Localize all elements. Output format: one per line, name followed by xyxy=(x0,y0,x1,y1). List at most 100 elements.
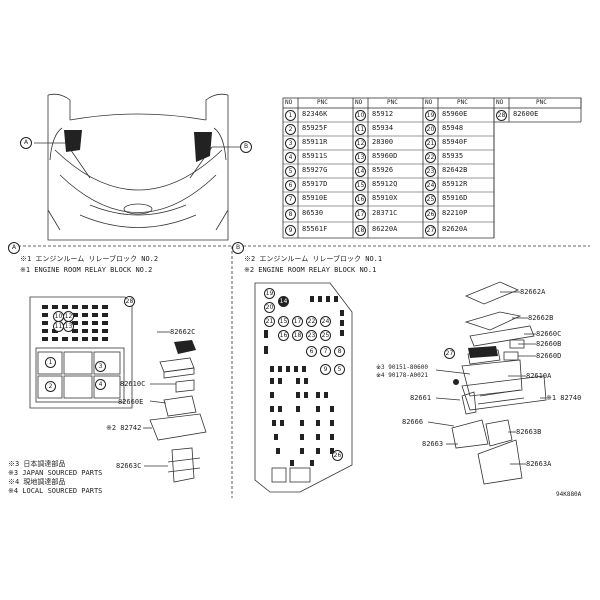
table-row-number: 25 xyxy=(425,194,436,205)
table-row-number: 24 xyxy=(425,180,436,191)
section-label-b: B xyxy=(232,242,244,254)
marker-b7: 7 xyxy=(320,346,331,357)
parts-a xyxy=(143,331,207,483)
part-82610c: 82610C xyxy=(120,380,146,388)
marker-b5: 5 xyxy=(334,364,345,375)
table-row-pnc: 85917D xyxy=(302,180,328,188)
table-row-pnc: 82346K xyxy=(302,110,328,118)
callout-26: 26 xyxy=(332,450,343,461)
table-row-pnc: 28300 xyxy=(372,138,394,146)
marker-22: 22 xyxy=(306,316,317,327)
marker-23: 23 xyxy=(306,330,317,341)
callout-28: 28 xyxy=(124,296,135,307)
table-row-pnc: 85911S xyxy=(302,152,328,160)
table-row-number: 2 xyxy=(285,124,296,135)
table-row-pnc: 85948 xyxy=(442,124,464,132)
table-header-pnc-2: PNC xyxy=(387,99,398,106)
table-row-pnc: 86220A xyxy=(372,225,398,233)
section-b-title-jp: ※2 エンジンルーム リレーブロック NO.1 xyxy=(244,255,383,263)
note-jp-local: ※4 現地調達部品 xyxy=(8,478,66,486)
table-row-number: 10 xyxy=(355,110,366,121)
part-82662c: 82662C xyxy=(170,328,196,336)
table-row-pnc: 85561F xyxy=(302,225,328,233)
view-label-b: B xyxy=(240,141,252,153)
marker-a2: 2 xyxy=(45,381,56,392)
marker-13: 13 xyxy=(63,321,74,332)
table-row-pnc: 85934 xyxy=(372,124,394,132)
section-a-title-jp: ※1 エンジンルーム リレーブロック NO.2 xyxy=(20,255,159,263)
table-row-number: 16 xyxy=(355,194,366,205)
vehicle-outline xyxy=(47,93,229,241)
marker-b6: 6 xyxy=(306,346,317,357)
table-row-pnc: 85960D xyxy=(372,152,398,160)
table-row-pnc: 85960E xyxy=(442,110,468,118)
table-row-number: 8 xyxy=(285,209,296,220)
table-header-no-2: NO xyxy=(355,99,363,106)
table-row-pnc: 85926 xyxy=(372,166,394,174)
table-row-number: 20 xyxy=(425,124,436,135)
note-en-japan: ※3 JAPAN SOURCED PARTS xyxy=(8,469,103,477)
table-header-no-4: NO xyxy=(496,99,504,106)
table-header-pnc-3: PNC xyxy=(457,99,468,106)
table-row-pnc: 85910E xyxy=(302,194,328,202)
marker-18: 18 xyxy=(292,330,303,341)
marker-21: 21 xyxy=(264,316,275,327)
table-row-number: 5 xyxy=(285,166,296,177)
figure-id: 94K880A xyxy=(556,491,582,498)
part-82660e: 82660E xyxy=(118,398,144,406)
table-row-number: 22 xyxy=(425,152,436,163)
marker-24: 24 xyxy=(320,316,331,327)
table-header-pnc-4: PNC xyxy=(536,99,547,106)
marker-b8: 8 xyxy=(334,346,345,357)
table-row-number: 1 xyxy=(285,110,296,121)
table-row-pnc: 28371C xyxy=(372,209,398,217)
part-82660d: 82660D xyxy=(536,352,562,360)
marker-25: 25 xyxy=(320,330,331,341)
callout-9: 9 xyxy=(320,364,331,375)
part-82610a: 82610A xyxy=(526,372,552,380)
marker-a3: 3 xyxy=(95,361,106,372)
table-row-number: 21 xyxy=(425,138,436,149)
table-row-number: 15 xyxy=(355,180,366,191)
part-82662a: 82662A xyxy=(520,288,546,296)
table-row-pnc: 85911R xyxy=(302,138,328,146)
table-row-number: 13 xyxy=(355,152,366,163)
table-header-no-3: NO xyxy=(425,99,433,106)
marker-a1: 1 xyxy=(45,357,56,368)
table-row-pnc: 85912R xyxy=(442,180,468,188)
table-row-number: 23 xyxy=(425,166,436,177)
table-row-pnc: 82600E xyxy=(513,110,539,118)
marker-17: 17 xyxy=(292,316,303,327)
part-82663c: 82663C xyxy=(116,462,142,470)
view-label-a: A xyxy=(20,137,32,149)
table-row-pnc: 85910X xyxy=(372,194,398,202)
subpart-90178: ※4 90178-A0021 xyxy=(376,372,428,379)
table-header-no-1: NO xyxy=(285,99,293,106)
section-label-a: A xyxy=(8,242,20,254)
table-row-pnc: 85935 xyxy=(442,152,464,160)
fuse-grid-b xyxy=(264,296,344,466)
part-82663b: 82663B xyxy=(516,428,542,436)
table-row-pnc: 85916D xyxy=(442,194,468,202)
table-row-number: 12 xyxy=(355,138,366,149)
table-row-number: 18 xyxy=(355,225,366,236)
part-82660b: 82660B xyxy=(536,340,562,348)
table-header-pnc-1: PNC xyxy=(317,99,328,106)
table-row-number: 19 xyxy=(425,110,436,121)
table-row-number: 27 xyxy=(425,225,436,236)
table-row-pnc: 82620A xyxy=(442,225,468,233)
parts-b xyxy=(427,281,547,485)
table-row-number: 4 xyxy=(285,152,296,163)
marker-15: 15 xyxy=(278,316,289,327)
table-row-pnc: 85925F xyxy=(302,124,328,132)
callout-27: 27 xyxy=(444,348,455,359)
part-82663a: 82663A xyxy=(526,460,552,468)
marker-19: 19 xyxy=(264,288,275,299)
table-row-number: 7 xyxy=(285,194,296,205)
fuse-grid-a xyxy=(42,305,108,341)
note-jp-japan: ※3 日本調達部品 xyxy=(8,460,66,468)
table-row-pnc: 82642B xyxy=(442,166,468,174)
marker-20: 20 xyxy=(264,302,275,313)
